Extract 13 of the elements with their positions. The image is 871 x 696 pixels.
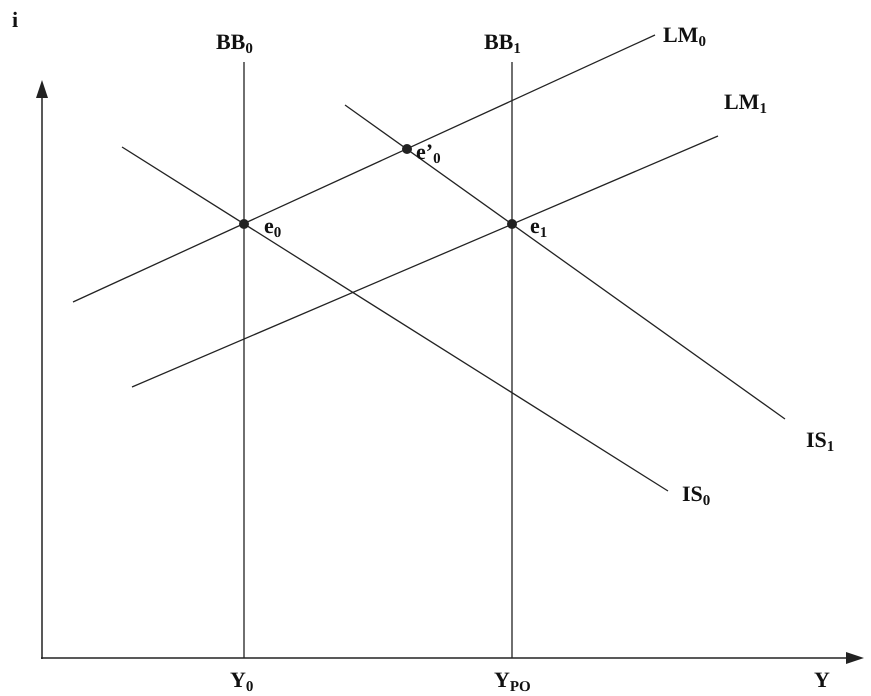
curve-label: LM$_{1}$ [724, 90, 767, 114]
curve-label: BB$_{1}$ [484, 30, 521, 54]
curve-label: IS$_{1}$ [806, 428, 834, 452]
point-label: e’$_{0}$ [416, 140, 441, 164]
point-label: e$_{1}$ [530, 214, 548, 238]
axis-tick-label: Y$_{0}$ [230, 668, 254, 692]
curve-label: LM$_{0}$ [663, 23, 706, 47]
curve-label: BB$_{0}$ [216, 30, 253, 54]
curve-label: IS$_{0}$ [682, 482, 710, 506]
axis-label: i [12, 8, 18, 32]
point-label: e$_{0}$ [264, 214, 282, 238]
axis-tick-label: Y$_{PO}$ [494, 668, 531, 692]
axis-label: Y [814, 668, 830, 692]
